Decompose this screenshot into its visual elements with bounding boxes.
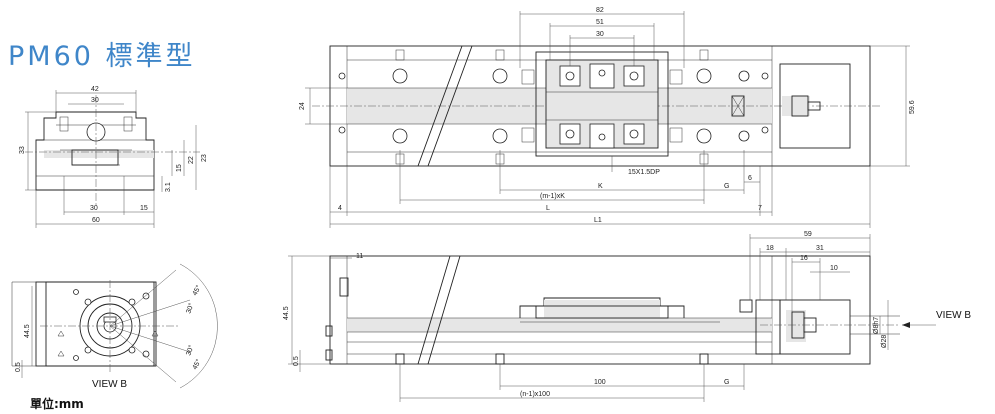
side-dim-16: 16 bbox=[800, 255, 808, 262]
top-dim-30: 30 bbox=[596, 31, 604, 38]
front-dim-42: 42 bbox=[91, 86, 99, 93]
side-dim-nx100: (n-1)x100 bbox=[520, 391, 550, 398]
side-dim-100: 100 bbox=[594, 379, 606, 386]
side-shaft-phi28: Ø28 bbox=[881, 335, 888, 348]
side-dim-44-5: 44.5 bbox=[283, 306, 290, 320]
end-view-b: 44.5 0.5 45° 30° 30° 45° VIEW B bbox=[11, 263, 218, 390]
front-dim-33: 33 bbox=[19, 146, 26, 154]
side-dim-11: 11 bbox=[356, 253, 363, 260]
front-dim-15-bottom: 15 bbox=[140, 205, 148, 212]
side-view: 59 18 31 16 10 11 44.5 0.5 Ø8h7 Ø28 100 … bbox=[283, 231, 971, 402]
top-dim-g: G bbox=[724, 183, 729, 190]
end-view-caption: VIEW B bbox=[92, 379, 127, 390]
end-angle-30-bottom: 30° bbox=[184, 344, 195, 357]
top-view: 82 51 30 24 59.6 15X1.5DP K G 6 (m-1)xK … bbox=[299, 7, 916, 228]
front-dim-23: 23 bbox=[201, 154, 208, 162]
top-dim-24: 24 bbox=[299, 102, 306, 110]
side-dim-0-5: 0.5 bbox=[293, 356, 300, 366]
top-dim-mk: (m-1)xK bbox=[540, 193, 565, 200]
view-b-arrow-label: VIEW B bbox=[936, 310, 971, 321]
side-dim-31: 31 bbox=[816, 245, 824, 252]
page-title: PM60 標準型 bbox=[8, 41, 196, 72]
top-tap-spec: 15X1.5DP bbox=[628, 169, 660, 176]
top-dim-7: 7 bbox=[758, 205, 762, 212]
side-dim-18: 18 bbox=[766, 245, 774, 252]
front-dim-22: 22 bbox=[188, 156, 195, 164]
end-angle-45-bottom: 45° bbox=[191, 358, 203, 371]
front-dim-30-top: 30 bbox=[91, 97, 99, 104]
top-dim-51: 51 bbox=[596, 19, 604, 26]
front-dim-30-bottom: 30 bbox=[90, 205, 98, 212]
side-shaft-phi8: Ø8h7 bbox=[873, 317, 880, 334]
side-dim-59: 59 bbox=[804, 231, 812, 238]
front-view: 42 30 33 23 22 15 3.1 30 15 60 bbox=[19, 86, 208, 228]
top-dim-6: 6 bbox=[748, 175, 752, 182]
side-dim-10: 10 bbox=[830, 265, 838, 272]
top-dim-l: L bbox=[546, 205, 550, 212]
front-dim-3-1: 3.1 bbox=[165, 182, 172, 192]
front-dim-15: 15 bbox=[176, 164, 183, 172]
end-dim-0-5: 0.5 bbox=[15, 362, 22, 372]
front-dim-60: 60 bbox=[92, 217, 100, 224]
top-dim-k: K bbox=[598, 183, 603, 190]
top-dim-4: 4 bbox=[338, 205, 342, 212]
unit-note: 單位:mm bbox=[30, 397, 84, 411]
top-dim-59-6: 59.6 bbox=[909, 100, 916, 114]
side-dim-g: G bbox=[724, 379, 729, 386]
end-angle-30-top: 30° bbox=[184, 302, 195, 315]
top-dim-l1: L1 bbox=[594, 217, 602, 224]
top-dim-82: 82 bbox=[596, 7, 604, 14]
end-dim-44-5: 44.5 bbox=[24, 324, 31, 338]
end-angle-45-top: 45° bbox=[191, 284, 203, 297]
